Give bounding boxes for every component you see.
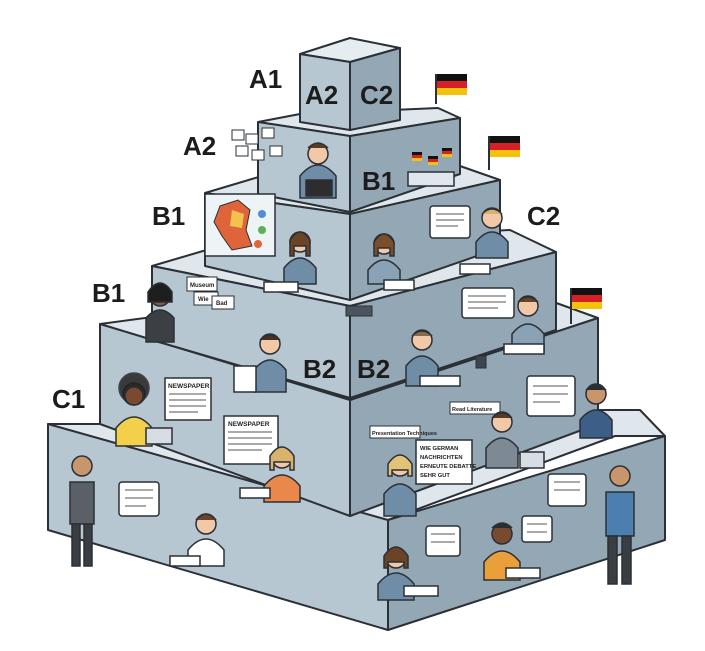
tier-2-front-right xyxy=(349,117,461,213)
board-line: SEHR GUT xyxy=(420,473,450,479)
word-card-text: Bad xyxy=(216,301,228,307)
word-card-text: Museum xyxy=(190,283,214,289)
person-talking-right xyxy=(579,383,613,439)
person-laptop-c1 xyxy=(115,372,173,447)
book-stack xyxy=(345,305,373,317)
person-standing-right xyxy=(605,465,635,585)
german-flag-stand-icon xyxy=(407,148,455,187)
speech-bubble xyxy=(547,473,587,507)
person-writing-base-right xyxy=(483,522,541,581)
speech-bubble xyxy=(118,481,160,517)
speech-bubble xyxy=(425,525,461,557)
person-student-b1 xyxy=(263,231,317,293)
person-student-c1 xyxy=(239,446,301,503)
person-writing-base xyxy=(169,513,225,567)
label-a2-tier2: A2 xyxy=(183,131,216,161)
person-presenter xyxy=(383,454,417,517)
label-b2-right: B2 xyxy=(357,354,390,384)
german-flag-icon xyxy=(488,136,520,170)
person-laptop-right xyxy=(485,411,545,469)
newspaper-bubble: NEWSPAPER xyxy=(223,415,279,465)
sign-text: Read Literature xyxy=(452,407,492,413)
label-c2-tier3: C2 xyxy=(527,201,560,231)
label-c1: C1 xyxy=(52,384,85,414)
newspaper-bubble: NEWSPAPER xyxy=(164,377,212,421)
label-b1-tier3: B1 xyxy=(152,201,185,231)
text-board: WIE GERMAN NACHRICHTEN ERNEUTE DEBATTE S… xyxy=(415,439,476,485)
newspaper-title: NEWSPAPER xyxy=(228,421,270,428)
pen-cup xyxy=(475,355,487,369)
word-card: Museum xyxy=(186,276,218,292)
newspaper-title: NEWSPAPER xyxy=(168,383,210,390)
person-standing-b1 xyxy=(145,282,175,343)
label-b1-tier4: B1 xyxy=(92,278,125,308)
label-c2-cube: C2 xyxy=(360,80,393,110)
label-b1-tier2: B1 xyxy=(362,166,395,196)
top-cube xyxy=(299,37,401,131)
person-student-b1-right xyxy=(367,233,415,291)
vocab-cards xyxy=(231,127,283,161)
speech-bubble xyxy=(526,375,576,417)
person-student-b2 xyxy=(405,329,461,387)
person-student-b2-right xyxy=(503,295,545,355)
sign-presentation: Presentation Techniques xyxy=(369,425,437,439)
person-student-c2 xyxy=(459,207,509,275)
speech-bubble xyxy=(429,205,471,239)
person-teacher-b2 xyxy=(233,333,287,393)
board-line: WIE GERMAN xyxy=(420,446,458,452)
board-line: ERNEUTE DEBATTE xyxy=(420,464,476,470)
sign-text: Presentation Techniques xyxy=(372,431,437,437)
person-reading-a2 xyxy=(299,142,337,199)
german-flag-icon xyxy=(570,288,602,324)
sign-literature: Read Literature xyxy=(449,401,501,415)
speech-bubble xyxy=(461,287,515,319)
top-cube-right xyxy=(349,47,401,131)
board-line: NACHRICHTEN xyxy=(420,455,463,461)
german-flag-icon xyxy=(435,74,467,104)
germany-map-poster xyxy=(204,193,276,257)
speech-bubble xyxy=(521,515,553,543)
label-a2-cube: A2 xyxy=(305,80,338,110)
person-standing-left xyxy=(69,455,95,567)
person-glasses-base xyxy=(377,546,439,601)
label-a1: A1 xyxy=(249,64,282,94)
label-b2-left: B2 xyxy=(303,354,336,384)
word-card-text: Wie xyxy=(198,297,209,303)
word-card: Bad xyxy=(211,295,235,310)
